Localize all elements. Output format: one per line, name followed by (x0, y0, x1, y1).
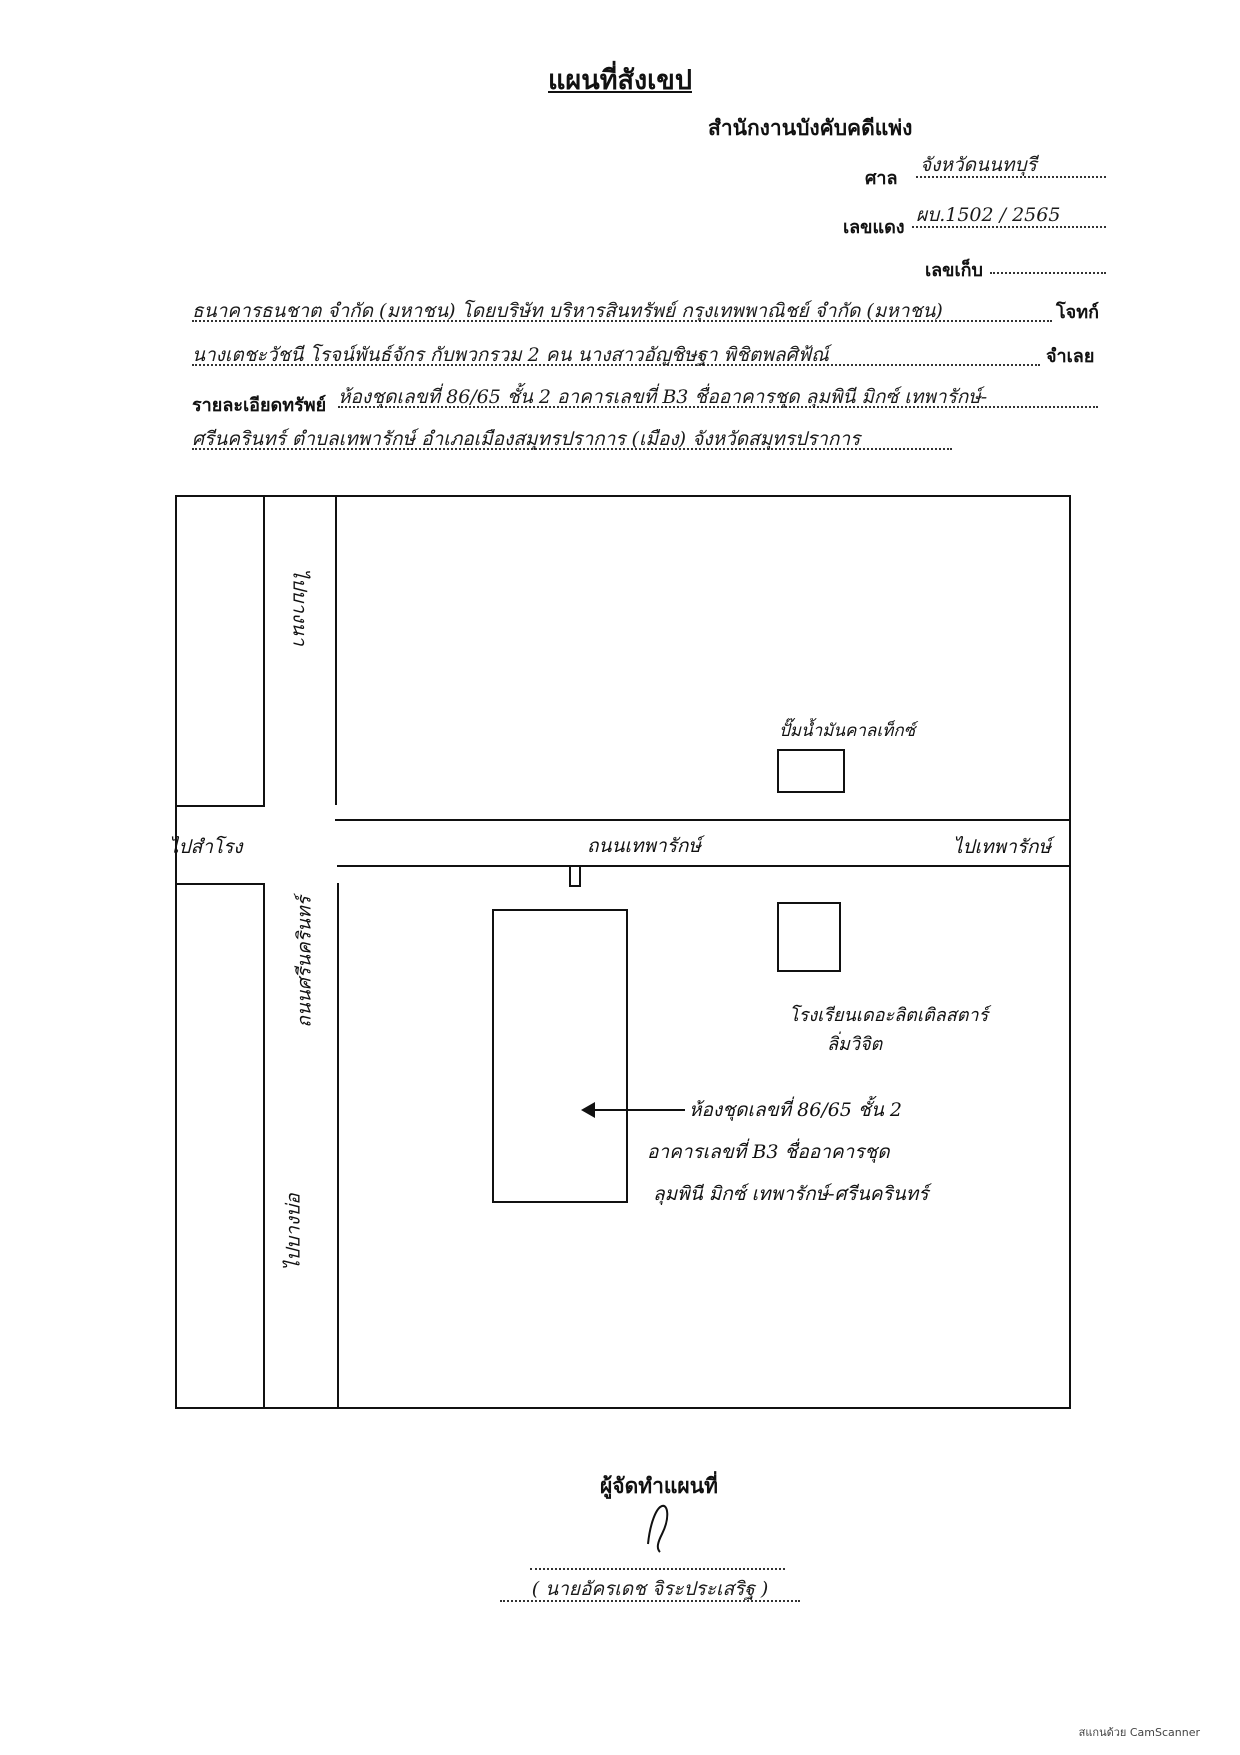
red-case-field: ผบ.1502 / 2565 (912, 198, 1106, 228)
red-case-label: เลขแดง (843, 217, 905, 238)
defendant-label: จำเลย (1046, 346, 1095, 367)
road-edge (177, 883, 265, 885)
gas-station-building (777, 749, 845, 793)
road-edge (579, 865, 1069, 867)
road-edge (337, 865, 645, 867)
to-bangna-label: ไปบางนา (288, 568, 311, 646)
property-line-1: ห้องชุดเลขที่ 86/65 ชั้น 2 อาคารเลขที่ B… (338, 378, 1098, 408)
scanner-watermark: สแกนด้วย CamScanner (1078, 1726, 1200, 1739)
annotation-line-1: ห้องชุดเลขที่ 86/65 ชั้น 2 (689, 1099, 902, 1121)
map-maker-label: ผู้จัดทำแผนที่ (600, 1474, 718, 1498)
road-edge (177, 805, 265, 807)
property-value-1: ห้องชุดเลขที่ 86/65 ชั้น 2 อาคารเลขที่ B… (338, 386, 988, 408)
road-srinakarin-label: ถนนศรีนครินทร์ (293, 896, 316, 1028)
plaintiff-line: ธนาคารธนชาต จำกัด (มหาชน) โดยบริษัท บริห… (192, 292, 1052, 322)
to-thepharak-label: ไปเทพารักษ์ (953, 836, 1052, 858)
page-title: แผนที่สังเขป (548, 65, 692, 96)
driveway (569, 865, 571, 887)
condo-building (492, 909, 628, 1203)
court-value: จังหวัดนนทบุรี (920, 154, 1037, 176)
school-label: โรงเรียนเดอะลิตเติลสตาร์ (789, 1005, 989, 1026)
annotation-line-2: อาคารเลขที่ B3 ชื่ออาคารชุด (647, 1141, 890, 1163)
defendant-line: นางเตชะวัชนี โรจน์พันธ์จักร กับพวกรวม 2 … (192, 336, 1040, 366)
property-label: รายละเอียดทรัพย์ (192, 395, 327, 416)
school-label-line2: ลิ่มวิจิต (827, 1034, 883, 1055)
property-value-2: ศรีนครินทร์ ตำบลเทพารักษ์ อำเภอเมืองสมุท… (192, 428, 861, 450)
plaintiff-value: ธนาคารธนชาต จำกัด (มหาชน) โดยบริษัท บริห… (192, 300, 943, 322)
gas-station-label: ปั๊มน้ำมันคาลเท็กซ์ (779, 721, 916, 741)
storage-label: เลขเก็บ (925, 260, 983, 281)
to-samrong-label: ไปสำโรง (169, 836, 243, 858)
driveway (569, 885, 581, 887)
road-edge (337, 883, 339, 1407)
driveway (579, 865, 581, 887)
court-field: จังหวัดนนทบุรี (916, 148, 1106, 178)
to-bang-bo-label: ไปบางบ่อ (282, 1193, 305, 1271)
road-thepharak-label: ถนนเทพารักษ์ (587, 835, 701, 857)
signature-mark (647, 1504, 669, 1553)
plaintiff-label: โจทก์ (1056, 302, 1099, 323)
red-case-value: ผบ.1502 / 2565 (916, 204, 1061, 226)
road-edge (335, 819, 1069, 821)
defendant-value: นางเตชะวัชนี โรจน์พันธ์จักร กับพวกรวม 2 … (192, 344, 829, 366)
annotation-line-3: ลุมพินี มิกซ์ เทพารักษ์-ศรีนครินทร์ (653, 1183, 929, 1205)
office-name: สำนักงานบังคับคดีแพ่ง (708, 116, 913, 140)
signer-name-line: ( นายอัครเดช จิระประเสริฐ ) (500, 1572, 800, 1602)
map-frame: ไปบางนา ไปสำโรง ถนนเทพารักษ์ ไปเทพารักษ์… (169, 495, 1071, 1409)
signature-line (530, 1540, 785, 1570)
road-edge (335, 497, 337, 805)
pointer-arrow (593, 1109, 685, 1111)
court-label: ศาล (865, 168, 898, 189)
signer-name: ( นายอัครเดช จิระประเสริฐ ) (531, 1578, 769, 1600)
road-edge (263, 497, 265, 805)
property-line-2: ศรีนครินทร์ ตำบลเทพารักษ์ อำเภอเมืองสมุท… (192, 420, 952, 450)
storage-field (990, 244, 1106, 274)
school-building (777, 902, 841, 972)
road-edge (263, 883, 265, 1407)
arrowhead-icon (581, 1102, 595, 1118)
